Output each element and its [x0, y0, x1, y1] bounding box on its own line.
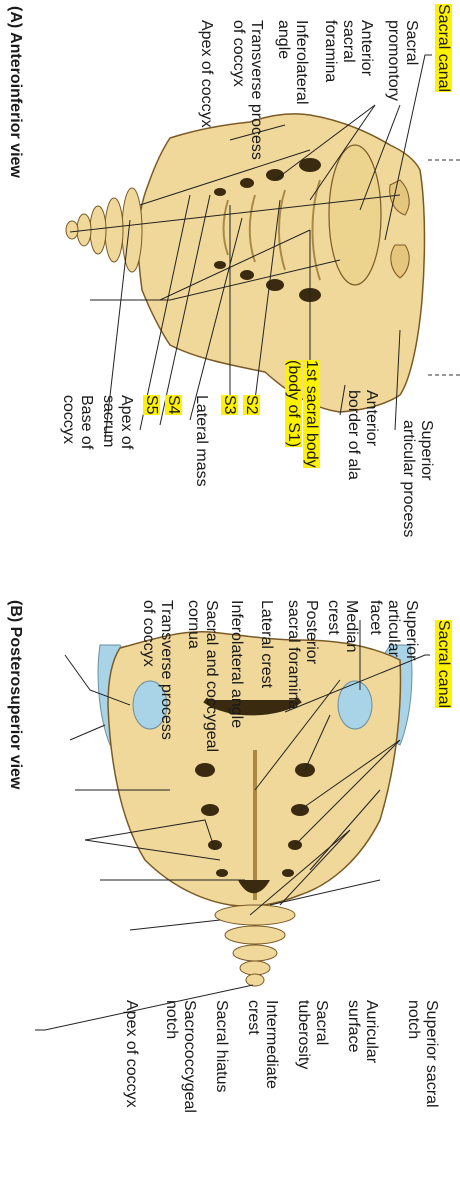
label-first-sacral-body-text: 1st sacral body (body of S1): [285, 360, 320, 468]
coccyx-segment-3: [89, 205, 107, 255]
label-s4: S4: [164, 395, 182, 415]
label-sacral-promontory: Sacral promontory: [385, 20, 420, 101]
label-inferolateral-angle-a: Inferolateral angle: [275, 20, 310, 105]
post-foramen-r2: [201, 804, 219, 816]
post-foramen-r4: [216, 869, 228, 877]
foramen-r3: [240, 270, 254, 280]
sacral-hiatus-shape: [238, 880, 270, 894]
label-s4-text: S4: [165, 395, 182, 415]
panel-b-title: (B) Posterosuperior view: [7, 600, 24, 790]
foramen-l3: [240, 178, 254, 188]
leaders-b: [35, 620, 430, 1031]
coccyx-segment-1: [121, 187, 143, 273]
leaders-a: [69, 54, 432, 441]
label-intermediate-crest: Intermediate crest: [245, 1000, 280, 1089]
superior-articular-process-right: [390, 244, 410, 279]
articular-facet-top: [337, 680, 373, 730]
label-base-coccyx: Base of coccyx: [60, 395, 95, 450]
label-s2: S2: [242, 395, 260, 415]
panel-a-title: (A) Anteroinferior view: [7, 6, 24, 178]
articular-facet-bottom: [132, 680, 168, 730]
label-s2-text: S2: [243, 395, 260, 415]
coccyx-b-5: [245, 973, 265, 987]
sacrum-anterior-view: [65, 54, 460, 441]
label-sacral-canal-a-text: Sacral canal: [435, 4, 452, 93]
label-posterior-sacral-foramina: Posterior sacral foramina: [285, 600, 320, 710]
label-first-sacral-body: 1st sacral body (body of S1): [284, 360, 320, 468]
label-s3: S3: [220, 395, 238, 415]
coccyx-b-2: [224, 925, 286, 945]
label-transverse-process-b: Transverse process of coccyx: [140, 600, 175, 740]
coccyx-segment-2: [104, 197, 124, 263]
foramen-l2: [266, 169, 284, 181]
label-sacral-canal-a: Sacral canal: [434, 4, 452, 93]
label-sacrococcygeal-notch: Sacrococcygeal notch: [163, 1000, 198, 1113]
label-sacral-coccygeal-cornua: Sacral and coccygeal cornua: [185, 600, 220, 753]
label-superior-sacral-notch: Superior sacral notch: [405, 1000, 440, 1108]
foramen-l1: [299, 158, 321, 172]
label-apex-coccyx-a: Apex of coccyx: [198, 20, 215, 128]
label-lateral-crest: Lateral crest: [258, 600, 275, 689]
foramen-r2: [266, 279, 284, 291]
post-foramen-r1: [195, 763, 215, 777]
foramen-r4: [214, 261, 226, 269]
label-apex-sacrum: Apex of sacrum: [100, 395, 135, 450]
label-inferolateral-angle-b: Inferolateral angle: [228, 600, 245, 729]
label-s5: S5: [142, 395, 160, 415]
label-superior-articular-process: Superior articular process: [400, 420, 435, 538]
label-anterior-sacral-foramina: Anterior sacral foramina: [322, 20, 375, 83]
transverse-ridge-2: [278, 189, 286, 271]
label-transverse-process-a: Transverse process of coccyx: [230, 20, 265, 160]
coccyx-segment-5: [65, 220, 79, 240]
sacrum-posterior-view: [35, 620, 430, 1031]
coccyx-b-1: [214, 904, 296, 926]
label-sacral-canal-b-text: Sacral canal: [435, 620, 452, 709]
label-anterior-border-ala: Anterior border of ala: [345, 390, 380, 480]
label-apex-coccyx-b: Apex of coccyx: [123, 1000, 140, 1108]
label-median-crest: Median crest: [325, 600, 360, 653]
label-sacral-canal-b: Sacral canal: [434, 620, 452, 709]
sacral-canal-opening: [203, 697, 302, 716]
coccyx-b-3: [232, 944, 278, 962]
transverse-ridge-4: [222, 199, 229, 256]
coccyx-b-4: [239, 960, 271, 976]
post-foramen-r3: [208, 840, 222, 850]
foramen-l4: [214, 188, 226, 196]
sacrum-shape: [137, 113, 426, 413]
label-s5-text: S5: [143, 395, 160, 415]
label-sacral-hiatus: Sacral hiatus: [213, 1000, 230, 1093]
post-foramen-l4: [282, 869, 294, 877]
superior-articular-process-left: [389, 179, 410, 216]
label-superior-articular-facet: Superior articular facet: [367, 600, 420, 661]
label-lateral-mass: Lateral mass: [193, 395, 210, 487]
label-s3-text: S3: [221, 395, 238, 415]
label-auricular-surface: Auricular surface: [345, 1000, 380, 1064]
label-sacral-tuberosity: Sacral tuberosity: [295, 1000, 330, 1070]
s1-body: [328, 144, 382, 286]
